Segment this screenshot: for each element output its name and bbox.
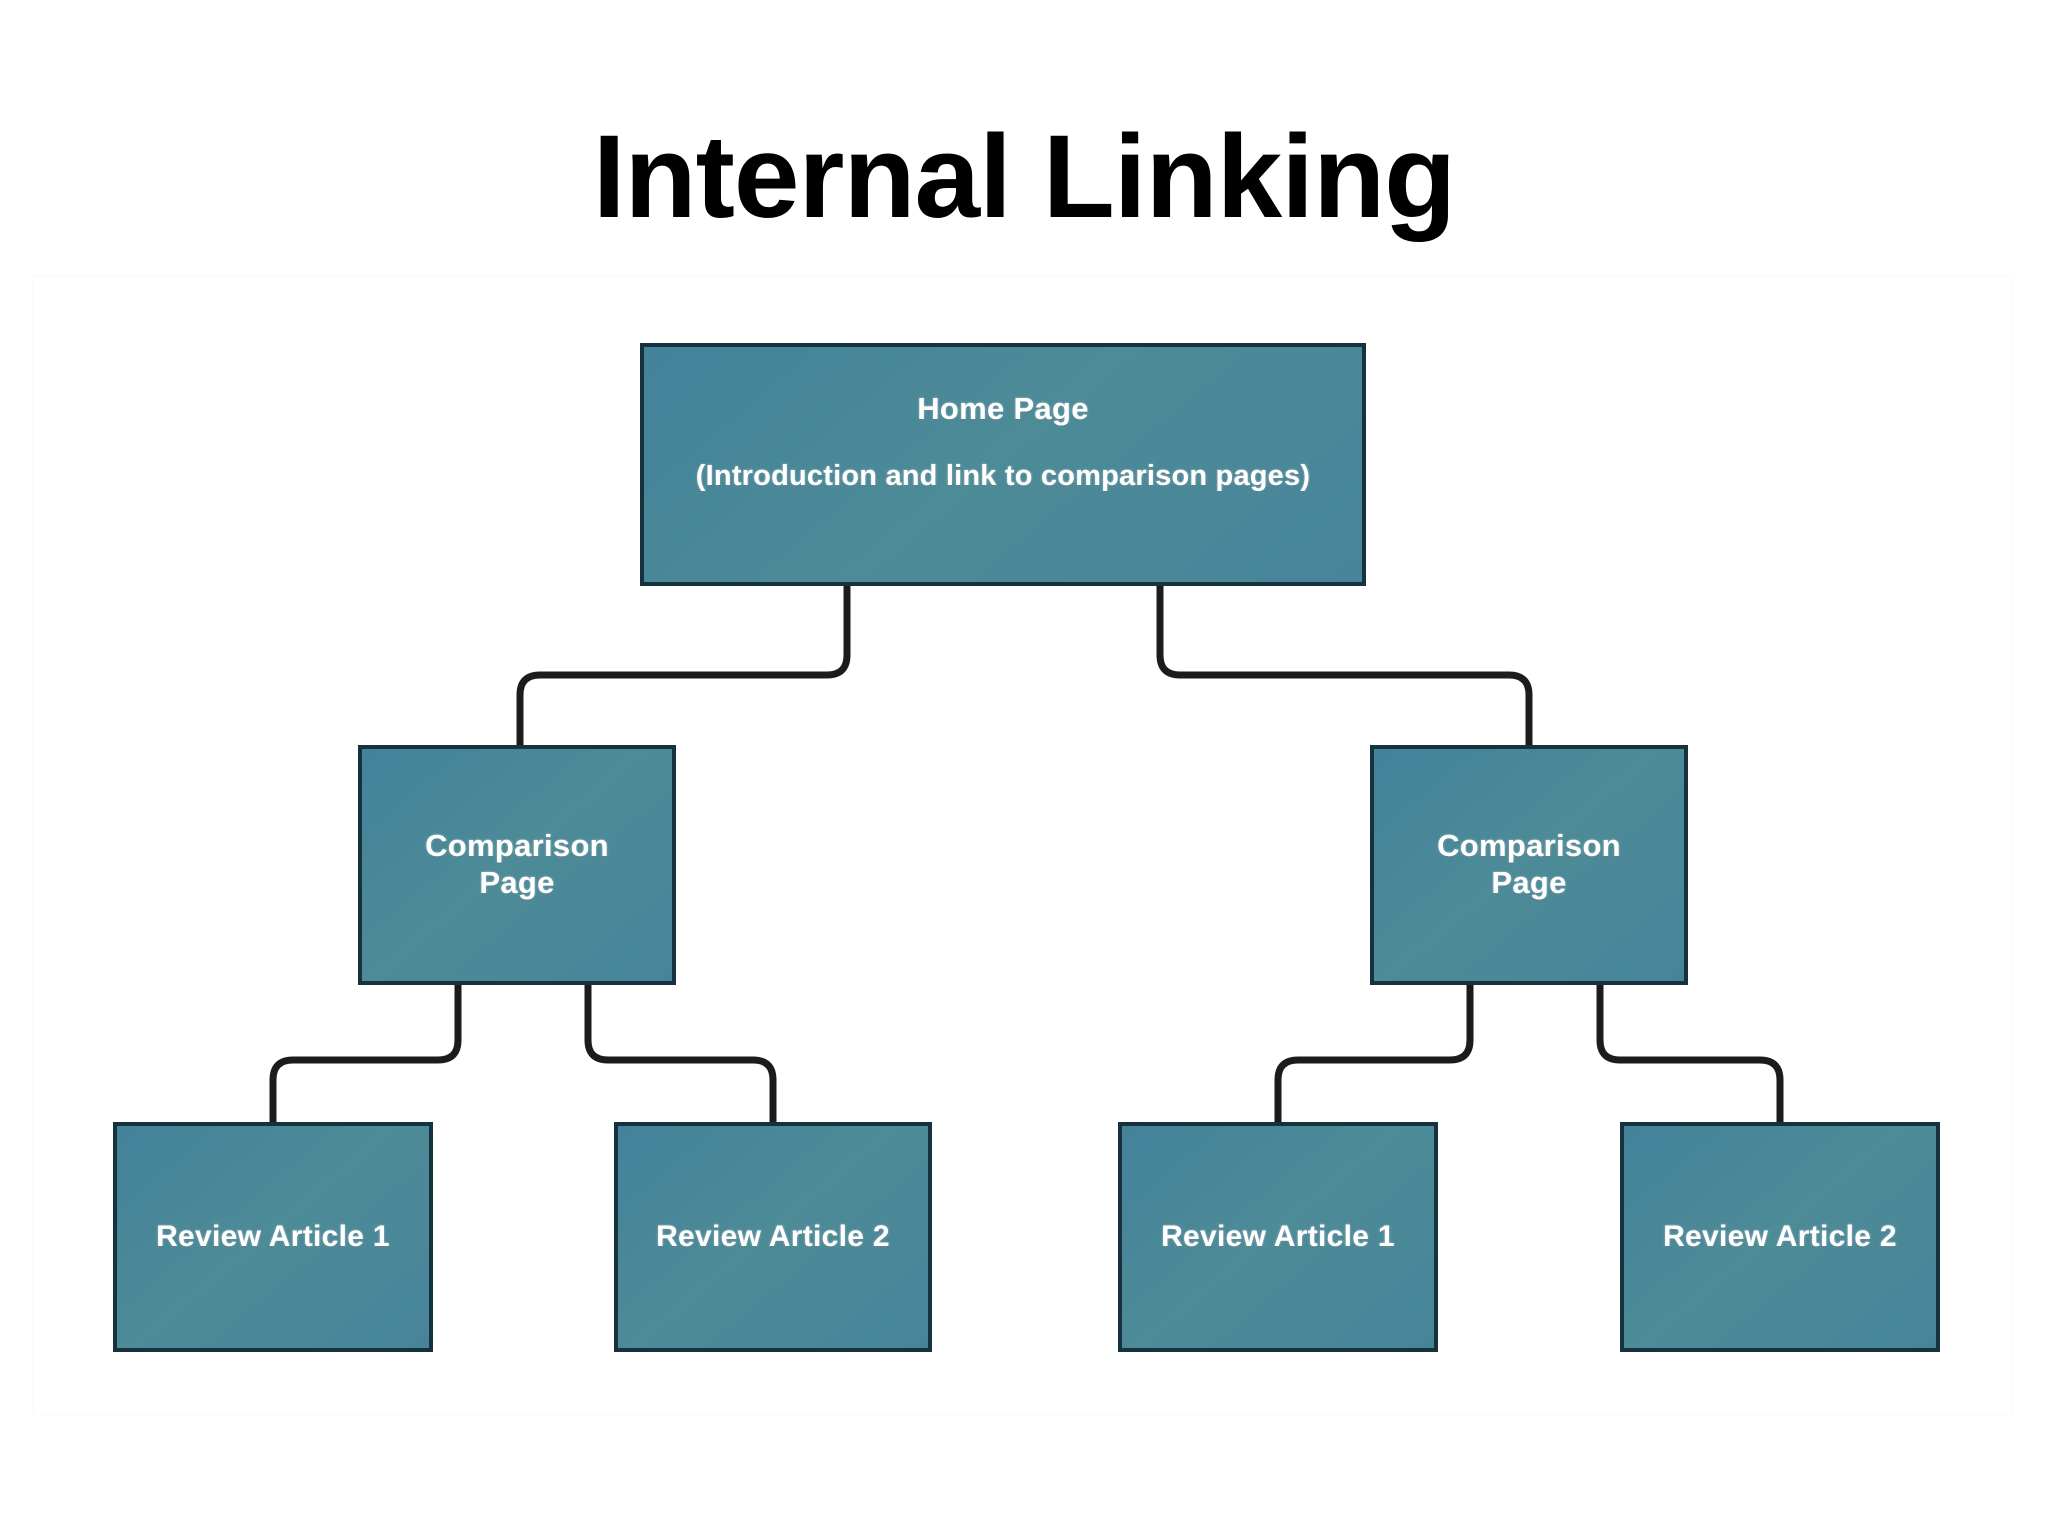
home-page-title: Home Page xyxy=(917,391,1089,426)
review-article-1-right-label: Review Article 1 xyxy=(1161,1220,1395,1254)
review-article-2-left-label: Review Article 2 xyxy=(656,1220,890,1254)
node-review-article-1-left[interactable]: Review Article 1 xyxy=(113,1122,433,1352)
node-review-article-1-right[interactable]: Review Article 1 xyxy=(1118,1122,1438,1352)
comparison-left-line1: Comparison xyxy=(425,828,609,864)
node-review-article-2-right[interactable]: Review Article 2 xyxy=(1620,1122,1940,1352)
node-comparison-page-right[interactable]: Comparison Page xyxy=(1370,745,1688,985)
node-review-article-2-left[interactable]: Review Article 2 xyxy=(614,1122,932,1352)
comparison-right-line2: Page xyxy=(1491,865,1567,900)
page-title: Internal Linking xyxy=(592,111,1457,243)
home-page-subtitle: (Introduction and link to comparison pag… xyxy=(695,459,1311,492)
node-home-page[interactable]: Home Page (Introduction and link to comp… xyxy=(640,343,1366,586)
comparison-left-line2: Page xyxy=(479,865,555,900)
node-comparison-page-left[interactable]: Comparison Page xyxy=(358,745,676,985)
review-article-2-right-label: Review Article 2 xyxy=(1663,1220,1897,1254)
comparison-right-line1: Comparison xyxy=(1437,828,1621,864)
review-article-1-left-label: Review Article 1 xyxy=(156,1220,390,1254)
